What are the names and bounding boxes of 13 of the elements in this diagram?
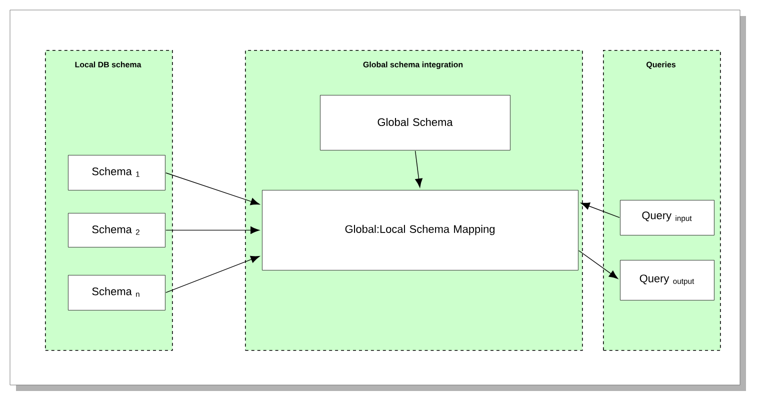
arrow — [166, 226, 260, 234]
process-box: Global:Local Schema Mapping — [262, 190, 578, 270]
arrow — [578, 250, 618, 279]
process-box: Schema $_{n}$ — [68, 275, 166, 310]
arrow — [580, 202, 620, 218]
process-box: Query $_{input}$ — [620, 200, 714, 236]
process-box: Schema $_{1}$ — [68, 155, 166, 190]
arrow — [166, 172, 260, 206]
process-box: Schema $_{2}$ — [68, 213, 166, 248]
process-box: Global Schema — [320, 95, 510, 150]
arrow — [414, 150, 422, 188]
arrow — [166, 256, 260, 293]
process-box: Query $_{output}$ — [620, 260, 714, 300]
